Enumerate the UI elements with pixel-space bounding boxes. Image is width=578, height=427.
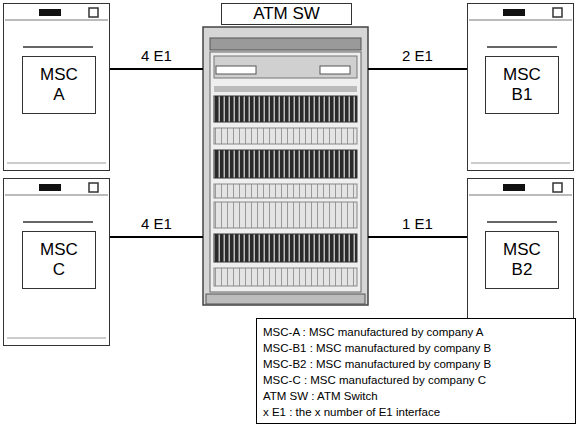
link-label: 4 E1 [139, 216, 174, 233]
msc-label: MSC A [22, 56, 96, 114]
server-icon [5, 8, 572, 338]
msc-label: MSC C [22, 231, 96, 289]
e1-link [110, 68, 203, 70]
e1-link [368, 68, 467, 70]
legend-text: MSC-C : MSC manufactured by company C [257, 372, 575, 388]
msc-server: MSC A [3, 3, 110, 171]
atm-rack [203, 27, 368, 305]
msc-label: MSC B1 [485, 56, 559, 114]
legend-box: MSC-A : MSC manufactured by company AMSC… [256, 318, 576, 424]
switch-title: ATM SW [221, 3, 352, 25]
link-label: 2 E1 [400, 48, 435, 65]
msc-server: MSC B1 [467, 3, 574, 171]
legend-text: x E1 : the x number of E1 interface [257, 404, 575, 420]
msc-label: MSC B2 [485, 231, 559, 289]
link-label: 4 E1 [139, 48, 174, 65]
legend-text: MSC-A : MSC manufactured by company A [257, 324, 575, 340]
e1-link [110, 236, 203, 238]
legend-text: ATM SW : ATM Switch [257, 388, 575, 404]
link-label: 1 E1 [400, 216, 435, 233]
atm-switch: ATM SW [203, 3, 368, 305]
legend-text: MSC-B2 : MSC manufactured by company B [257, 356, 575, 372]
e1-link [368, 236, 467, 238]
msc-server: MSC C [3, 178, 110, 346]
legend-text: MSC-B1 : MSC manufactured by company B [257, 340, 575, 356]
